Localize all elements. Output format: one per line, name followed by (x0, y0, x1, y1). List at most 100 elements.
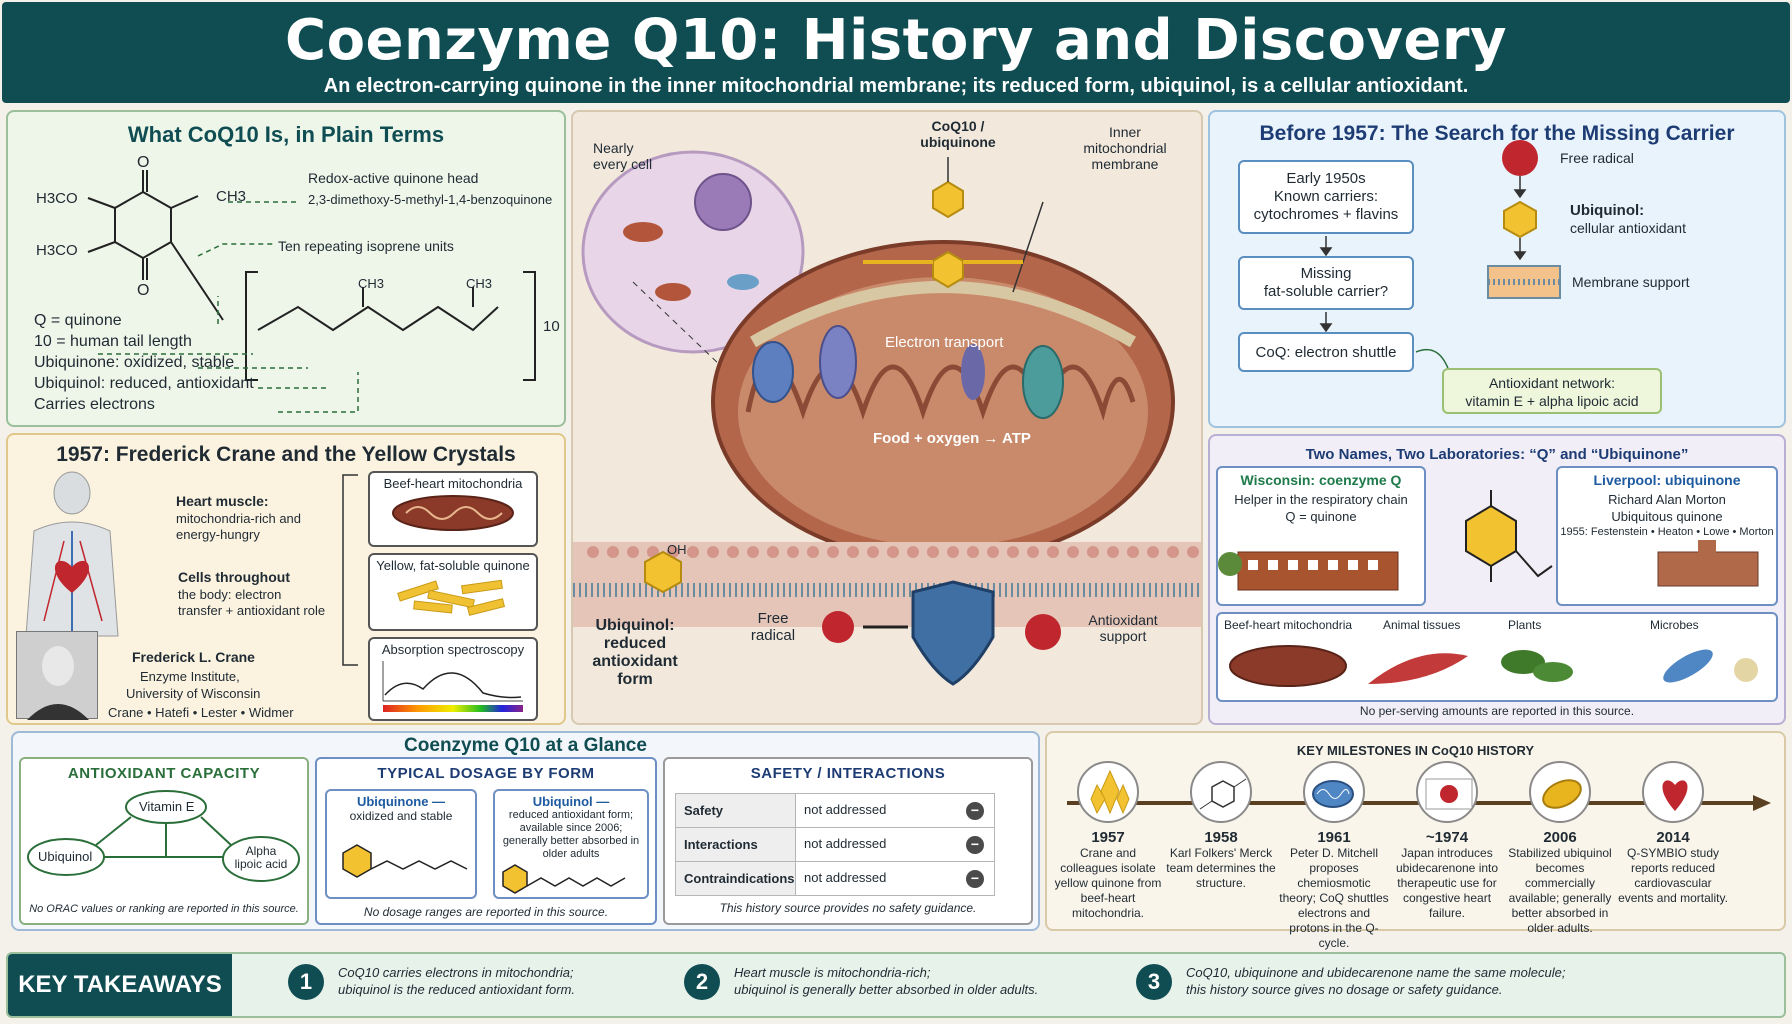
source-plants: Plants (1508, 618, 1542, 632)
milestone-1957: 1957 Crane and colleagues isolate yellow… (1052, 761, 1164, 921)
alpha-lipoic-node: Alpha lipoic acid (234, 844, 288, 871)
cells-desc2: transfer + antioxidant role (178, 603, 326, 618)
mitochondrion-icon (1303, 761, 1365, 823)
inner-membrane-label: Inner mitochondrial membrane (1083, 124, 1167, 172)
antioxidant-capacity-panel: ANTIOXIDANT CAPACITY Vitamin E Ubiquinol… (19, 757, 309, 925)
bracket-connector (342, 474, 358, 666)
takeaways-label: KEY TAKEAWAYS (8, 954, 232, 1016)
shield-icon (911, 580, 995, 686)
crane-university: University of Wisconsin (126, 686, 261, 701)
liverpool-box: Liverpool: ubiquinone Richard Alan Morto… (1556, 466, 1778, 606)
mitochondria-scene (573, 150, 1201, 686)
card-beef-heart: Beef-heart mitochondria (368, 471, 538, 547)
source-microbes: Microbes (1650, 618, 1699, 632)
free-radical-label: Free radical (1560, 150, 1634, 166)
milestone-1961: 1961 Peter D. Mitchell proposes chemiosm… (1278, 761, 1390, 951)
flow-electron-shuttle: CoQ: electron shuttle (1238, 332, 1414, 372)
dosage-panel: TYPICAL DOSAGE BY FORM Ubiquinone — oxid… (315, 757, 657, 925)
milestone-1958: 1958 Karl Folkers' Merck team determines… (1165, 761, 1277, 891)
crane-name: Frederick L. Crane (132, 649, 255, 665)
takeaway-3: 3 CoQ10, ubiquinone and ubidecarenone na… (1136, 964, 1606, 1008)
molecule-icon (1190, 761, 1252, 823)
quinone-head-label: Redox-active quinone head (308, 170, 479, 186)
safety-note: This history source provides no safety g… (719, 901, 977, 915)
methoxy-bottom-label: H3CO (36, 242, 78, 259)
tail-methyl-2: CH3 (466, 276, 493, 291)
coq10-structure-diagram (87, 170, 536, 413)
carbonyl-o-bottom: O (137, 282, 150, 299)
heart-muscle-label: Heart muscle: (176, 493, 269, 509)
two-names-panel: Two Names, Two Laboratories: “Q” and “Ub… (1208, 434, 1786, 725)
crane-institute: Enzyme Institute, (140, 669, 240, 684)
dosage-note: No dosage ranges are reported in this so… (363, 905, 609, 919)
electron-transport-label: Electron transport (885, 334, 1004, 351)
crane-panel-title: 1957: Frederick Crane and the Yellow Cry… (56, 443, 516, 466)
crane-1957-panel: 1957: Frederick Crane and the Yellow Cry… (6, 433, 566, 725)
carbonyl-o-top: O (137, 154, 150, 171)
milestone-1974: ~1974 Japan introduces ubidecarenone int… (1391, 761, 1503, 921)
before-panel-title: Before 1957: The Search for the Missing … (1259, 122, 1735, 145)
source-animal-tissues: Animal tissues (1383, 618, 1461, 632)
sources-strip: Beef-heart mitochondria Animal tissues P… (1216, 612, 1778, 702)
source-beef-heart: Beef-heart mitochondria (1224, 618, 1353, 632)
ubiquinol-label: Ubiquinol: (1570, 202, 1645, 219)
free-radical-label: Free radical (750, 610, 796, 644)
antioxidant-support-label: Antioxidant support (1088, 612, 1158, 644)
what-coq10-panel: What CoQ10 Is, in Plain Terms (6, 110, 566, 427)
hydroxyl-label: OH (667, 542, 687, 557)
ubiquinone-card: Ubiquinone — oxidized and stable (325, 789, 477, 899)
card-yellow-quinone: Yellow, fat-soluble quinone (368, 553, 538, 631)
methyl-label: CH3 (216, 188, 247, 205)
nearly-cell-label: Nearly every cell (593, 140, 653, 172)
antioxidant-note: No ORAC values or ranking are reported i… (29, 903, 299, 915)
before-flow-arrows (1319, 140, 1561, 375)
milestone-2006: 2006 Stabilized ubiquinol becomes commer… (1504, 761, 1616, 936)
heart-muscle-desc1: mitochondria-rich and (176, 511, 302, 526)
tail-methyl-1: CH3 (358, 276, 385, 291)
milestones-panel: KEY MILESTONES IN CoQ10 HISTORY 1957 Cra… (1045, 731, 1786, 950)
free-radical-icon (1502, 140, 1538, 176)
free-radical-icon (822, 611, 854, 643)
card-spectroscopy: Absorption spectroscopy (368, 637, 538, 721)
minus-icon: − (966, 801, 984, 820)
legend-q: Q = quinone (34, 312, 122, 329)
legend-10: 10 = human tail length (34, 333, 192, 350)
takeaway-2: 2 Heart muscle is mitochondria-rich;ubiq… (684, 964, 1124, 1008)
human-body-illustration (25, 471, 119, 637)
japan-flag-icon (1416, 761, 1478, 823)
ubiquinol-hexagon-icon (644, 550, 682, 594)
free-radical-icon-2 (1025, 614, 1061, 650)
crane-team: Crane • Hatefi • Lester • Widmer (108, 705, 294, 720)
membrane-support-label: Membrane support (1572, 274, 1690, 290)
quinone-head-name: 2,3-dimethoxy-5-methyl-1,4-benzoquinone (308, 192, 553, 207)
wisconsin-box: Wisconsin: coenzyme Q Helper in the resp… (1216, 466, 1426, 606)
nucleus-shape (694, 173, 752, 231)
methoxy-top-label: H3CO (36, 190, 78, 207)
food-oxygen-atp-label: Food + oxygen → ATP (873, 430, 1031, 447)
milestone-2014: 2014 Q-SYMBIO study reports reduced card… (1617, 761, 1729, 906)
cells-label: Cells throughout (178, 569, 290, 585)
milestones-title: KEY MILESTONES IN CoQ10 HISTORY (1296, 743, 1535, 758)
coq10-label: CoQ10 / ubiquinone (920, 118, 996, 150)
timeline-arrow (1067, 795, 1771, 811)
softgel-icon (1529, 761, 1591, 823)
mitochondria-illustration-panel: Nearly every cell CoQ10 / ubiquinone Inn… (571, 110, 1203, 725)
antioxidant-network-box: Antioxidant network:vitamin E + alpha li… (1442, 368, 1662, 414)
minus-icon: − (966, 835, 984, 854)
ubiquinol-icon (1503, 200, 1537, 239)
heart-muscle-desc2: energy-hungry (176, 527, 260, 542)
ubiquinol-desc: cellular antioxidant (1570, 220, 1686, 236)
takeaway-1: 1 CoQ10 carries electrons in mitochondri… (288, 964, 698, 1008)
isoprene-label: Ten repeating isoprene units (278, 238, 454, 254)
glance-title: Coenzyme Q10 at a Glance (404, 735, 647, 756)
ubiquinol-form-label: Ubiquinol: reduced antioxidant form (592, 617, 678, 688)
ubiquinol-card: Ubiquinol — reduced antioxidant form; av… (493, 789, 649, 899)
ubiquinone-ring-diagram (1465, 490, 1553, 582)
